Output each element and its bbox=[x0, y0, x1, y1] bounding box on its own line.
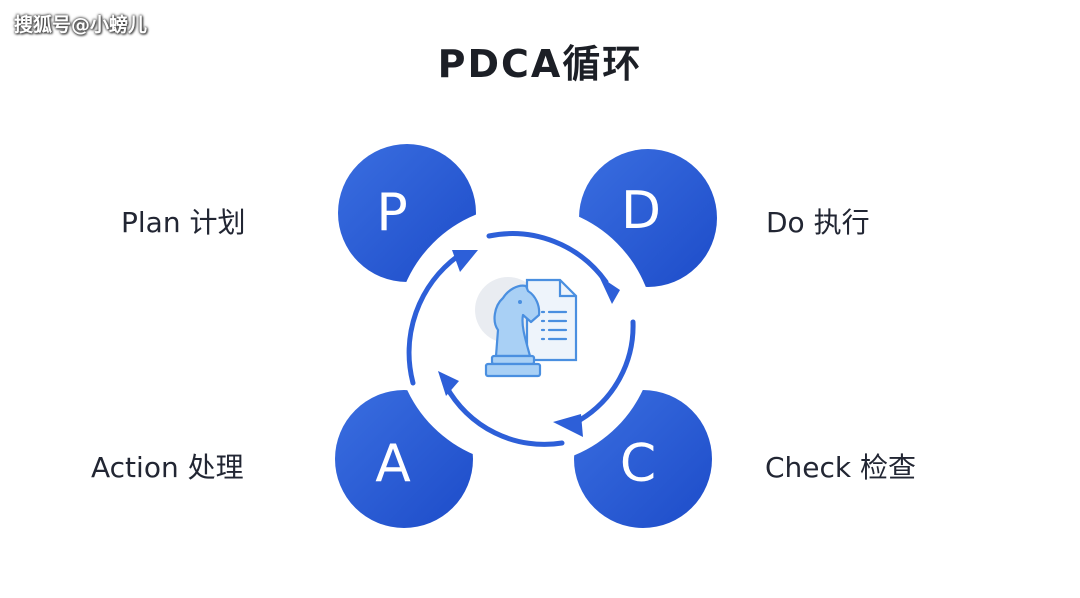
stage-c-label: Check 检查 bbox=[765, 451, 917, 484]
watermark: 搜狐号@小螃儿 bbox=[14, 14, 148, 36]
stage-a-letter: A bbox=[375, 434, 411, 494]
arrow-head-p bbox=[452, 250, 478, 272]
cycle-arrows bbox=[406, 231, 636, 447]
stage-d-label: Do 执行 bbox=[766, 206, 870, 239]
diagram-title: PDCA循环 bbox=[437, 42, 643, 86]
arrow-head-c bbox=[553, 414, 583, 437]
arrow-p-to-d bbox=[486, 231, 609, 285]
arrow-head-a bbox=[438, 371, 459, 396]
stage-p-letter: P bbox=[376, 183, 407, 243]
stage-d-letter: D bbox=[621, 181, 661, 241]
arrow-a-to-p bbox=[406, 253, 461, 386]
arrow-d-to-c bbox=[577, 319, 636, 423]
stage-a-label: Action 处理 bbox=[91, 451, 244, 484]
stage-p-label: Plan 计划 bbox=[121, 206, 246, 239]
chess-knight-document-icon bbox=[475, 277, 578, 378]
stage-c-letter: C bbox=[620, 434, 656, 494]
arrow-head-d bbox=[599, 276, 620, 304]
arrow-heads bbox=[438, 250, 620, 437]
arrow-c-to-a bbox=[443, 383, 565, 447]
